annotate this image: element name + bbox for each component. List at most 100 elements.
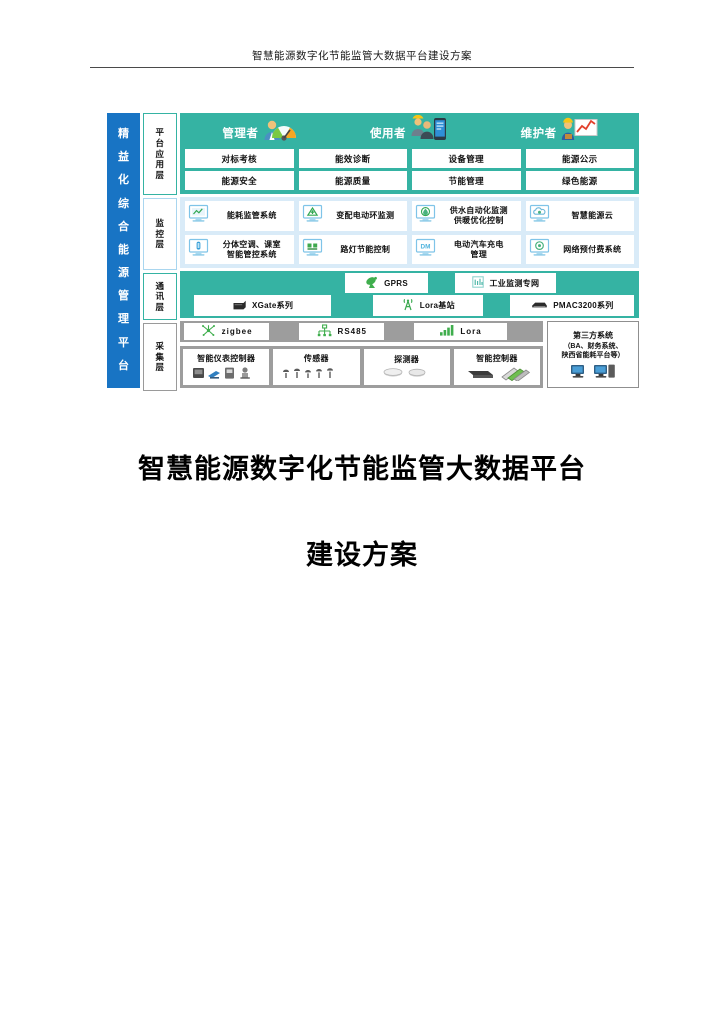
app-cell-efficiency-diagnosis[interactable]: 能效诊断 [298, 149, 407, 169]
monitor-row: 能耗监管系统 变配电动环监测 [185, 201, 634, 231]
app-cell-green-energy[interactable]: 绿色能源 [525, 171, 634, 191]
device-box-smart-meter[interactable]: 智能仪表控制器 [183, 348, 270, 385]
monitor-cell-power-distribution[interactable]: 变配电动环监测 [298, 201, 407, 231]
document-title-line-1: 智慧能源数字化节能监管大数据平台 [138, 454, 586, 484]
role-user: 使用者 [335, 114, 485, 150]
app-cell-energy-quality[interactable]: 能源质量 [298, 171, 407, 191]
monitor-cell-label: 供水自动化监测 供暖优化控制 [449, 205, 508, 225]
layer-tag-char: 监 [155, 218, 165, 229]
smart-controller-icon [464, 365, 530, 381]
platform-bar-char: 源 [118, 267, 129, 280]
layer-tag-char: 集 [155, 351, 165, 362]
third-party-system-box[interactable]: 第三方系统 （BA、财务系统、 陕西省能耗平台等） [547, 320, 639, 388]
comm-item-lora-base[interactable]: Lora基站 [372, 295, 483, 317]
monitor-cell-street-lamp[interactable]: 路灯节能控制 [298, 234, 407, 265]
device-box-detector[interactable]: 探测器 [363, 348, 450, 385]
platform-bar-char: 综 [118, 197, 129, 210]
layer-tag-char: 层 [155, 239, 165, 250]
monitor-cell-label: 智慧能源云 [571, 210, 613, 220]
protocol-zigbee[interactable]: zigbee [184, 322, 270, 340]
communication-top-row: GPRS 工业监测专网 [180, 273, 639, 294]
monitor-ac-icon [188, 238, 209, 262]
page-header-text: 智慧能源数字化节能监管大数据平台建设方案 [252, 50, 472, 62]
monitor-cell-label: 分体空调、课室 智能管控系统 [222, 239, 281, 259]
monitor-cell-label: 路灯节能控制 [340, 244, 391, 254]
application-buttons: 对标考核 能效诊断 设备管理 能源公示 能源安全 能源质量 节能管理 绿色能源 [185, 149, 634, 191]
diagram-content-column: 管理者 [180, 113, 639, 388]
satellite-dish-icon [365, 276, 379, 291]
monitor-cell-water-heating[interactable]: 供水自动化监测 供暖优化控制 [412, 201, 521, 231]
platform-bar-char: 平 [118, 336, 129, 349]
comm-item-industrial-network[interactable]: 工业监测专网 [455, 273, 557, 294]
device-box-sensor[interactable]: 传感器 [273, 348, 360, 385]
comm-item-pmac3200[interactable]: PMAC3200系列 [510, 295, 635, 317]
protocol-label: zigbee [221, 326, 253, 336]
app-cell-energy-disclosure[interactable]: 能源公示 [525, 149, 634, 169]
protocol-lora[interactable]: Lora [414, 322, 507, 340]
monitor-cell-label: 变配电动环监测 [336, 210, 395, 220]
layer-tag-char: 控 [155, 228, 165, 239]
monitor-cell-energy-monitoring[interactable]: 能耗监管系统 [185, 201, 294, 231]
app-cell-benchmark[interactable]: 对标考核 [185, 149, 294, 169]
monitor-cell-ac-classroom[interactable]: 分体空调、课室 智能管控系统 [185, 234, 294, 265]
app-cell-energy-safety[interactable]: 能源安全 [185, 171, 294, 191]
device-box-smart-controller[interactable]: 智能控制器 [453, 348, 540, 385]
layer-tag-acquisition: 采 集 层 [143, 323, 177, 391]
detector-icon [377, 366, 437, 380]
comm-item-label: GPRS [384, 278, 408, 288]
layer-tag-char: 层 [155, 301, 165, 312]
layer-tag-char: 层 [155, 169, 165, 180]
comm-item-gprs[interactable]: GPRS [345, 273, 428, 294]
app-cell-device-management[interactable]: 设备管理 [412, 149, 521, 169]
layer-tag-monitor: 监 控 层 [143, 198, 177, 270]
protocol-strip: zigbee RS485 [180, 320, 543, 342]
device-label: 智能控制器 [476, 353, 518, 363]
protocol-rs485[interactable]: RS485 [299, 322, 385, 340]
document-title-line-2: 建设方案 [306, 539, 418, 570]
acquisition-main: zigbee RS485 [180, 320, 543, 388]
sensor-icon [282, 365, 350, 381]
role-label: 维护者 [520, 127, 557, 140]
page-header: 智慧能源数字化节能监管大数据平台建设方案 [90, 48, 634, 68]
layer-tag-char: 平 [155, 127, 165, 138]
third-party-subtitle: （BA、财务系统、 陕西省能耗平台等） [561, 342, 625, 359]
monitor-cell-ev-charging[interactable]: DM 电动汽车充电 管理 [412, 234, 521, 265]
monitor-cell-prepaid-system[interactable]: 网络预付费系统 [525, 234, 634, 265]
layer-tag-char: 应 [155, 148, 165, 159]
zigbee-mesh-icon [201, 324, 216, 339]
manager-gauge-icon [261, 118, 297, 147]
layer-tag-char: 讯 [155, 291, 165, 302]
layer-tag-char: 用 [155, 159, 165, 170]
acquisition-layer: zigbee RS485 [180, 320, 639, 388]
layer-tag-char: 采 [155, 341, 165, 352]
role-manager: 管理者 [185, 118, 335, 147]
gateway-device-icon [232, 299, 247, 313]
architecture-diagram: 精 益 化 综 合 能 源 管 理 平 台 平 台 应 用 层 监 控 层 通 … [107, 113, 639, 391]
monitor-cell-energy-cloud[interactable]: 智慧能源云 [525, 201, 634, 231]
role-label: 使用者 [370, 127, 406, 140]
comm-item-xgate[interactable]: XGate系列 [193, 295, 332, 317]
platform-bar-char: 管 [118, 290, 129, 303]
comm-item-label: PMAC3200系列 [553, 301, 614, 311]
app-cell-energy-saving[interactable]: 节能管理 [412, 171, 521, 191]
lora-tower-icon [401, 298, 415, 313]
layer-tag-application: 平 台 应 用 层 [143, 113, 177, 195]
monitor-cloud-icon [529, 204, 550, 228]
monitor-ev-icon: DM [415, 238, 436, 262]
application-row: 对标考核 能效诊断 设备管理 能源公示 [185, 149, 634, 169]
monitor-cell-label: 能耗监管系统 [226, 210, 277, 220]
monitor-power-icon [302, 204, 323, 228]
comm-item-label: 工业监测专网 [489, 278, 540, 288]
layer-tag-communication: 通 讯 层 [143, 273, 177, 320]
platform-vertical-bar: 精 益 化 综 合 能 源 管 理 平 台 [107, 113, 140, 388]
platform-bar-char: 益 [118, 151, 129, 164]
monitor-row: 分体空调、课室 智能管控系统 路灯节能控制 [185, 234, 634, 265]
device-label: 探测器 [394, 354, 420, 364]
device-label: 传感器 [303, 353, 329, 363]
role-label: 管理者 [222, 127, 259, 140]
communication-layer: GPRS 工业监测专网 [180, 271, 639, 318]
platform-bar-char: 合 [118, 220, 129, 233]
svg-text:DM: DM [421, 243, 431, 250]
platform-bar-char: 精 [118, 128, 129, 141]
application-layer: 管理者 [180, 113, 639, 195]
